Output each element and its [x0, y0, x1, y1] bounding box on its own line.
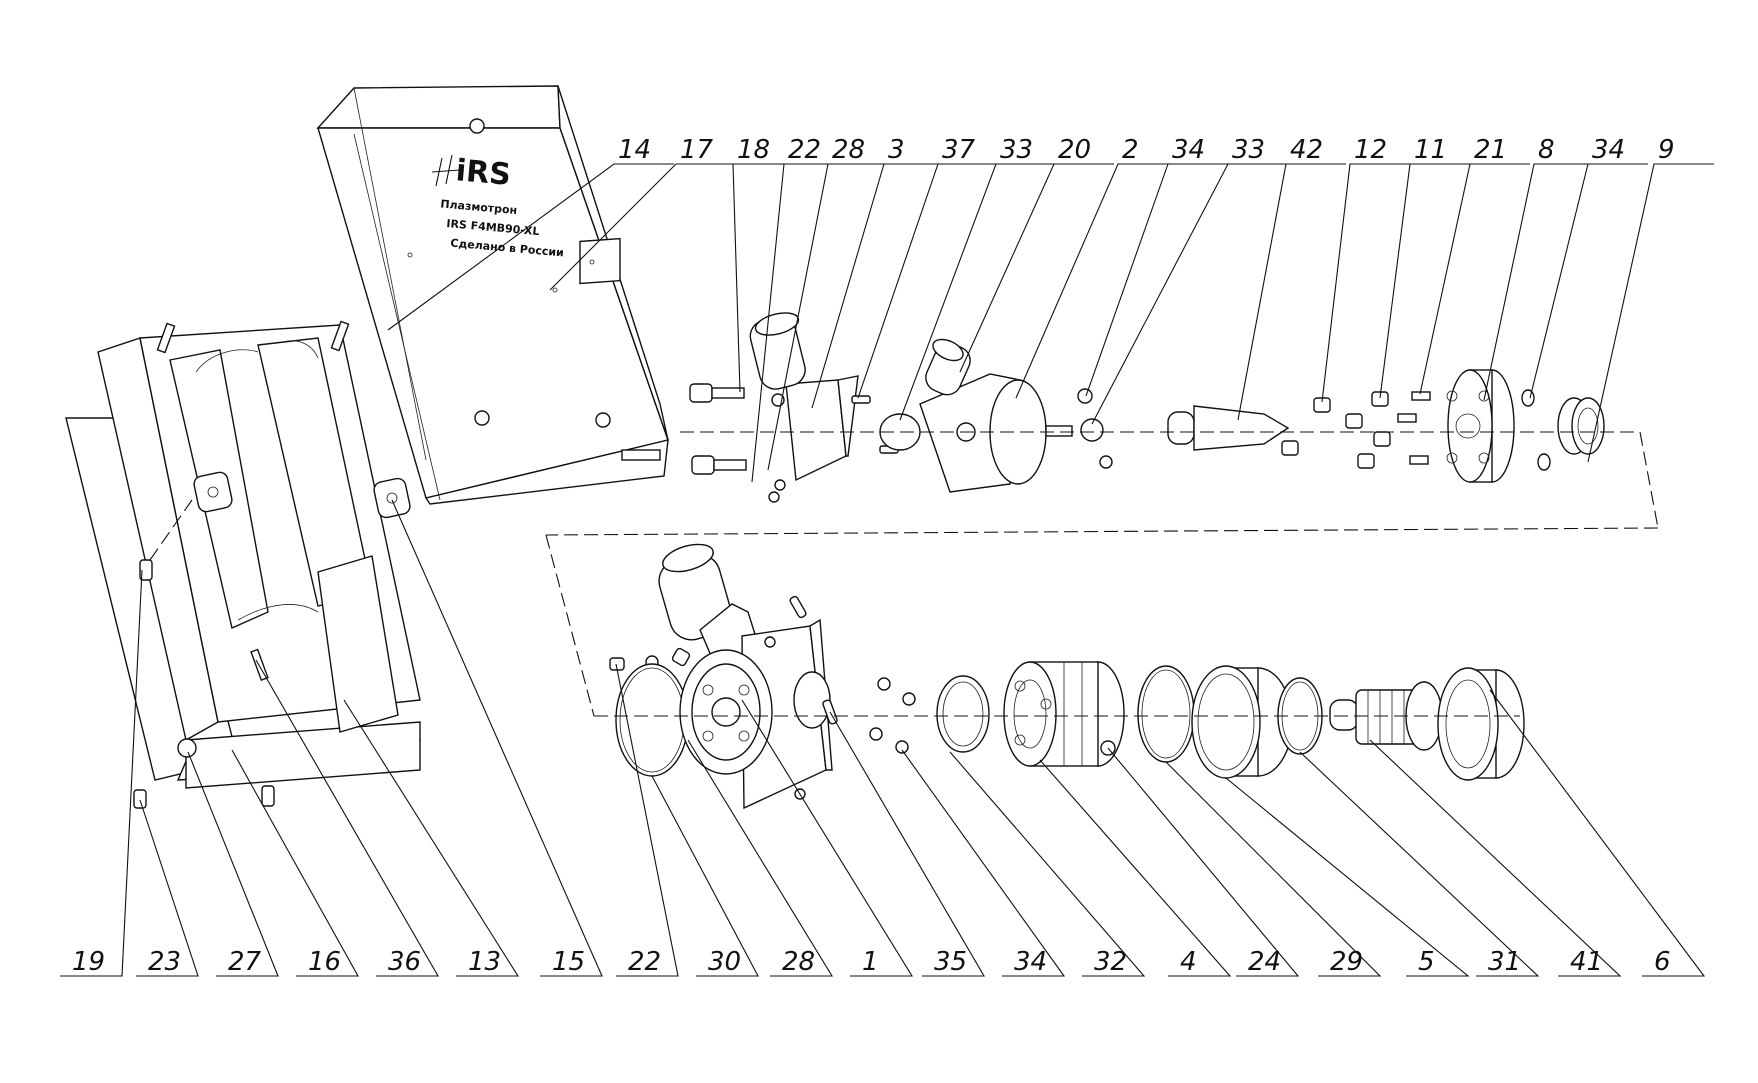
leader-bottom-6 — [391, 499, 603, 977]
upper-housing-cover — [316, 85, 669, 505]
callout-top-21: 21 — [1474, 135, 1507, 165]
callout-bottom-19: 19 — [72, 947, 105, 977]
nameplate-logo: iRS — [454, 153, 512, 193]
leader-top-18 — [1587, 163, 1714, 463]
leader-bottom-15 — [1107, 747, 1300, 977]
leader-top-17 — [1529, 163, 1648, 399]
leader-top-14 — [1379, 163, 1470, 399]
callout-top-33: 33 — [1000, 135, 1033, 165]
leader-bottom-19 — [1369, 739, 1622, 977]
leader-top-8 — [959, 163, 1114, 373]
callout-top-37: 37 — [942, 135, 976, 165]
callout-top-12: 12 — [1354, 135, 1387, 165]
callout-bottom-23: 23 — [148, 947, 181, 977]
callout-top-28: 28 — [832, 135, 865, 165]
callout-bottom-13: 13 — [468, 947, 501, 977]
callout-top-34-b: 34 — [1592, 135, 1625, 165]
callout-bottom-6: 6 — [1654, 947, 1671, 977]
callout-bottom-29: 29 — [1330, 947, 1363, 977]
callout-bottom-41: 41 — [1570, 947, 1603, 977]
callout-top-9: 9 — [1658, 135, 1675, 165]
leader-bottom-10 — [741, 699, 913, 977]
callout-top-8: 8 — [1538, 135, 1555, 165]
callout-bottom-4: 4 — [1180, 947, 1197, 977]
callout-top-3: 3 — [888, 135, 905, 165]
leader-bottom-9 — [687, 739, 833, 977]
callout-top-11: 11 — [1414, 135, 1447, 165]
callout-bottom-16: 16 — [308, 947, 341, 977]
callout-bottom-5: 5 — [1418, 947, 1435, 977]
leader-bottom-7 — [615, 663, 679, 977]
callout-top-17: 17 — [680, 135, 714, 165]
callout-bottom-27: 27 — [228, 947, 262, 977]
callout-bottom-22: 22 — [628, 947, 661, 977]
callout-top-18: 18 — [737, 135, 770, 165]
callout-bottom-36: 36 — [388, 947, 421, 977]
lower-row-parts — [609, 543, 1525, 810]
leader-bottom-8 — [651, 775, 759, 977]
nameplate-logo-mark — [431, 154, 461, 187]
leader-bottom-2 — [187, 751, 279, 977]
leader-bottom-0 — [60, 569, 143, 977]
leader-top-6 — [857, 163, 998, 399]
callout-bottom-15: 15 — [552, 947, 585, 977]
callout-bottom-32: 32 — [1094, 947, 1127, 977]
leader-top-10 — [1085, 163, 1228, 397]
callout-top-42: 42 — [1290, 135, 1323, 165]
leader-top-16 — [1483, 163, 1594, 401]
leader-top-1 — [549, 163, 736, 291]
leader-top-0 — [387, 163, 674, 331]
leader-top-7 — [899, 163, 1056, 421]
leader-top-5 — [811, 163, 944, 409]
leader-bottom-16 — [1165, 761, 1382, 977]
leader-top-12 — [1237, 163, 1346, 421]
callout-top-14: 14 — [618, 135, 651, 165]
leader-top-4 — [767, 163, 888, 471]
leader-bottom-20 — [1489, 689, 1706, 977]
leader-lines-bottom — [60, 499, 1706, 977]
leader-top-11 — [1091, 163, 1288, 425]
leader-top-15 — [1419, 163, 1530, 395]
callout-bottom-35: 35 — [934, 947, 967, 977]
callout-top-2: 2 — [1122, 135, 1139, 165]
leader-bottom-12 — [901, 749, 1066, 977]
leader-bottom-17 — [1225, 777, 1470, 977]
leader-bottom-18 — [1299, 751, 1540, 977]
upper-row-parts — [689, 312, 1605, 503]
bottom-callouts: 19 23 27 16 36 13 15 22 30 28 1 35 34 32… — [72, 947, 1671, 977]
leader-top-13 — [1321, 163, 1410, 403]
leader-top-3 — [751, 163, 844, 483]
leader-lines-top — [387, 163, 1714, 483]
base-housing — [65, 320, 422, 809]
callout-bottom-24: 24 — [1248, 947, 1281, 977]
callout-top-34: 34 — [1172, 135, 1205, 165]
leader-bottom-1 — [136, 799, 199, 977]
leader-bottom-3 — [231, 749, 359, 977]
callout-bottom-30: 30 — [708, 947, 741, 977]
callout-bottom-28: 28 — [782, 947, 815, 977]
callout-top-22: 22 — [788, 135, 821, 165]
callout-top-33-b: 33 — [1232, 135, 1265, 165]
callout-bottom-1: 1 — [862, 947, 879, 977]
top-callouts: 14 17 18 22 28 3 37 33 20 2 34 33 42 12 … — [618, 135, 1675, 165]
leader-top-2 — [732, 163, 793, 393]
leader-top-9 — [1015, 163, 1178, 399]
callout-bottom-34: 34 — [1014, 947, 1047, 977]
leader-bottom-11 — [829, 711, 985, 977]
leader-bottom-4 — [255, 659, 439, 977]
leader-bottom-14 — [1039, 759, 1232, 977]
leader-bottom-5 — [343, 699, 519, 977]
callout-top-20: 20 — [1058, 135, 1091, 165]
callout-bottom-31: 31 — [1488, 947, 1521, 977]
assembly-axis — [149, 431, 1659, 717]
leader-bottom-13 — [949, 751, 1146, 977]
